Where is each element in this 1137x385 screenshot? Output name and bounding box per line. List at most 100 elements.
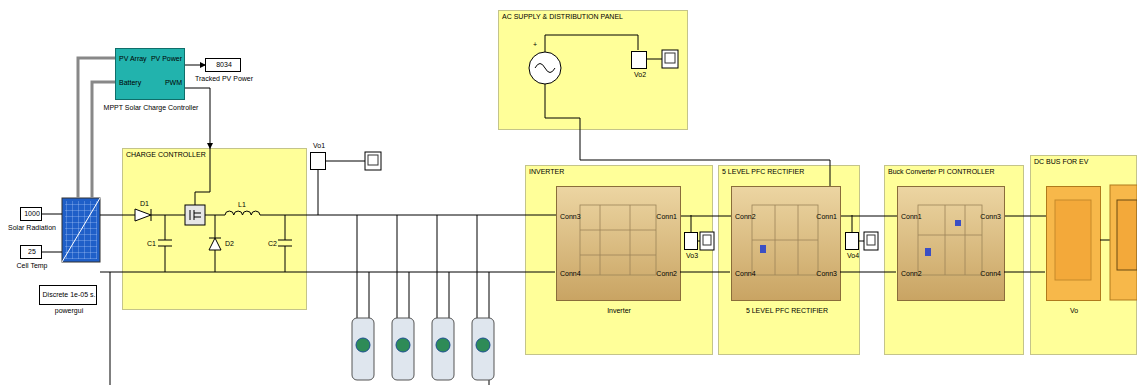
node-text: 1000 [24, 210, 40, 218]
diode-wire [209, 215, 221, 272]
scope [864, 232, 878, 250]
inductor-symbol [225, 211, 260, 215]
scope-screen [703, 235, 711, 245]
charge-circuit [122, 148, 307, 272]
subsystem-block: Conn1Conn2Conn3Conn4 [897, 186, 1005, 301]
subsystem-block: Vo [1046, 186, 1101, 301]
scope [365, 152, 381, 170]
subsystem-block: Conn2Conn4Conn1Conn35 LEVEL PFC RECTIFIE… [731, 186, 841, 301]
scope [700, 232, 714, 250]
node-text: Buck Converter PI CONTROLLER [888, 168, 995, 176]
voltage-measurement: Vo4 [845, 232, 859, 250]
signal-arrow [185, 88, 210, 148]
voltage-measurement: Vo3 [684, 232, 698, 250]
diode-symbol [209, 238, 221, 250]
node-text: Vo1 [313, 142, 325, 150]
node-text: Conn3 [560, 213, 581, 221]
part-label: + [533, 41, 537, 49]
node-text: Conn4 [560, 270, 581, 278]
inverter-circuit [580, 205, 656, 275]
ev-scope [1110, 185, 1137, 300]
dc-bus-negative [307, 272, 555, 273]
node-text: AC SUPPLY & DISTRIBUTION PANEL [502, 13, 623, 21]
panel-area: DC BUS FOR EV Vo [1030, 155, 1137, 355]
panel-area: INVERTER Conn3Conn4 Conn1Conn2Inverter [525, 165, 713, 355]
ac-source-symbol [529, 52, 561, 84]
scope [662, 50, 678, 68]
ac-wire [545, 35, 662, 130]
rectifier-circuit [752, 205, 818, 275]
mppt-block: PV ArrayBatteryPV PowerPWMMPPT Solar Cha… [115, 48, 185, 100]
node-text: MPPT Solar Charge Controller [104, 104, 199, 112]
switch-symbol [955, 220, 961, 226]
part-label: D2 [225, 240, 234, 248]
node-text: Conn1 [901, 213, 922, 221]
node-text: 5 LEVEL PFC RECTIFIER [746, 307, 828, 315]
scopes [365, 50, 878, 250]
node-text: PWM [165, 79, 182, 87]
node-text: Vo [1070, 307, 1078, 315]
constant-block: 25Cell Temp [20, 245, 42, 259]
subsystem-block: Conn3Conn4Conn1Conn2Inverter [556, 186, 681, 301]
battery [472, 318, 494, 380]
wires [42, 35, 1110, 385]
sine-wave [535, 64, 555, 73]
node-text: Conn1 [656, 213, 677, 221]
scope-screen [867, 235, 875, 245]
part-label: L1 [238, 201, 246, 209]
node-text: Inverter [607, 307, 631, 315]
constant-block: 1000Solar Radiation [20, 207, 42, 221]
pv-glint [62, 198, 100, 262]
buck-circuit [918, 205, 982, 275]
battery-icon [476, 338, 490, 352]
node-text: Vo2 [634, 71, 646, 79]
node-text: Vo4 [847, 252, 859, 260]
node-text: Conn2 [735, 213, 756, 221]
diode-bar [151, 209, 152, 221]
bus-link [840, 215, 1110, 272]
node-text: 25 [28, 248, 36, 256]
node-text: Conn3 [816, 270, 837, 278]
battery [392, 318, 414, 380]
part-label: C2 [268, 240, 277, 248]
capacitor-symbol [278, 215, 292, 272]
battery-icon [436, 338, 450, 352]
node-text: Conn4 [735, 270, 756, 278]
scope-screen [368, 155, 378, 165]
subsystem-art [580, 205, 982, 275]
part-label: D1 [140, 200, 149, 208]
node-text: powergui [55, 307, 83, 315]
node-text: 5 LEVEL PFC RECTIFIER [722, 168, 804, 176]
panel-area: AC SUPPLY & DISTRIBUTION PANEL Vo2 [498, 10, 688, 130]
buck-circuit [918, 205, 982, 275]
battery-icon [356, 338, 370, 352]
rectifier-circuit [752, 205, 818, 275]
panel-area: Buck Converter PI CONTROLLER Conn1Conn2Co… [884, 165, 1024, 355]
node-text: Tracked PV Power [195, 75, 253, 83]
battery-wire [357, 215, 489, 385]
battery [432, 318, 454, 380]
node-text: Battery [119, 79, 141, 87]
batteries [352, 318, 494, 380]
rail [122, 215, 307, 272]
node-text: INVERTER [529, 168, 564, 176]
measure-wire [318, 161, 365, 215]
signal-arrow [185, 65, 205, 66]
node-text: Conn2 [656, 270, 677, 278]
node-text: Conn3 [980, 213, 1001, 221]
switch-symbol [760, 245, 766, 253]
node-text: PV Array [119, 55, 147, 63]
power-wire [681, 216, 731, 217]
inverter-link [680, 215, 730, 272]
node-text: PV Power [151, 55, 182, 63]
node-text: 8034 [216, 61, 232, 69]
node-text: Vo3 [686, 252, 698, 260]
ev-load [1055, 200, 1091, 280]
power-wire [1005, 216, 1046, 217]
part-label: C1 [147, 240, 156, 248]
node-text: Discrete 1e-05 s. [43, 291, 96, 299]
power-wire [841, 216, 897, 217]
node-text: DC BUS FOR EV [1034, 158, 1088, 166]
voltage-measurement: Vo1 [310, 152, 326, 170]
